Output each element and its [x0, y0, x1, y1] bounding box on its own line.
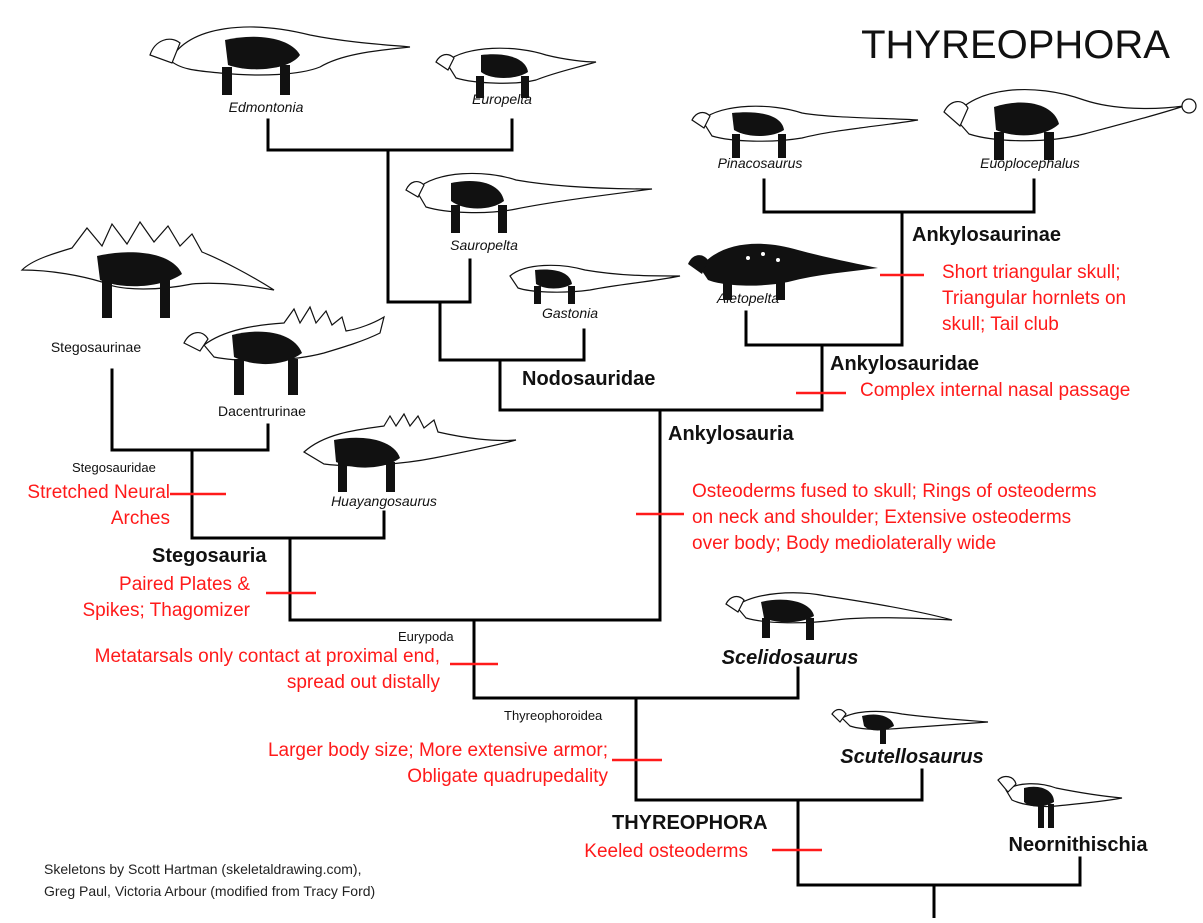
synapomorphy-ankylosauria-line-1: Osteoderms fused to skull; Rings of oste… [692, 481, 1096, 502]
skeleton-illustrations [22, 27, 1196, 828]
synapomorphy-eurypoda-line-2: spread out distally [287, 672, 441, 693]
clade-thyreophora: THYREOPHORA [612, 812, 768, 834]
pinacosaurus-skeleton-icon [692, 106, 918, 158]
taxon-scelidosaurus: Scelidosaurus [722, 647, 859, 669]
synapomorphy-thyreophora-line-1: Keeled osteoderms [584, 841, 748, 862]
diagram-title: THYREOPHORA [861, 23, 1170, 67]
synapomorphy-stegosauria-line-1: Paired Plates & [119, 574, 250, 595]
taxon-pinacosaurus: Pinacosaurus [718, 155, 803, 171]
huayangosaurus-skeleton-icon [304, 414, 516, 492]
branch-gastonia [440, 330, 584, 360]
clade-eurypoda: Eurypoda [398, 629, 454, 644]
clade-ankylosauria: Ankylosauria [668, 423, 794, 445]
branch-aletopelta [746, 312, 902, 345]
taxon-europelta: Europelta [472, 91, 532, 107]
synapomorphy-ankylosaurinae-line-1: Short triangular skull; [942, 262, 1120, 283]
synapomorphy-thyreophoroidea-line-2: Obligate quadrupedality [407, 766, 608, 787]
taxon-stegosaurinae: Stegosaurinae [51, 339, 142, 355]
taxon-aletopelta: Aletopelta [716, 290, 779, 306]
synapomorphy-eurypoda-line-1: Metatarsals only contact at proximal end… [95, 646, 440, 667]
dacentrurinae-skeleton-icon [184, 307, 384, 395]
credit-line-1: Skeletons by Scott Hartman (skeletaldraw… [44, 861, 361, 877]
branch-scutellosaurus [636, 770, 922, 800]
clade-ankylosauridae: Ankylosauridae [830, 353, 979, 375]
branch-ankylosaurinae [764, 180, 1034, 212]
clade-ankylosaurinae: Ankylosaurinae [912, 224, 1061, 246]
clade-stegosauria: Stegosauria [152, 545, 267, 567]
taxon-dacentrurinae: Dacentrurinae [218, 403, 306, 419]
euoplocephalus-skeleton-icon [944, 90, 1196, 160]
synapomorphy-thyreophoroidea-line-1: Larger body size; More extensive armor; [268, 740, 608, 761]
synapomorphy-ankylosaurinae-line-3: skull; Tail club [942, 314, 1059, 335]
scelidosaurus-skeleton-icon [726, 593, 952, 640]
sauropelta-skeleton-icon [406, 173, 652, 233]
taxon-gastonia: Gastonia [542, 305, 598, 321]
taxon-euoplocephalus: Euoplocephalus [980, 155, 1080, 171]
scutellosaurus-skeleton-icon [832, 710, 988, 745]
taxon-sauropelta: Sauropelta [450, 237, 518, 253]
taxon-huayangosaurus: Huayangosaurus [331, 493, 437, 509]
synapomorphy-ankylosauria-line-3: over body; Body mediolaterally wide [692, 533, 996, 554]
synapomorphy-ankylosaurinae-line-2: Triangular hornlets on [942, 288, 1126, 309]
synapomorphy-ankylosauria-line-2: on neck and shoulder; Extensive osteoder… [692, 507, 1071, 528]
credit-line-2: Greg Paul, Victoria Arbour (modified fro… [44, 883, 375, 899]
clade-thyreophoroidea: Thyreophoroidea [504, 708, 603, 723]
branch-sauropelta [388, 260, 470, 302]
taxon-scutellosaurus: Scutellosaurus [840, 746, 983, 768]
edmontonia-skeleton-icon [150, 27, 410, 95]
branch-edmontonia-europelta [268, 120, 512, 150]
branch-huayangosaurus [192, 512, 384, 538]
synapomorphy-stegosauria-line-2: Spikes; Thagomizer [82, 600, 250, 621]
gastonia-skeleton-icon [510, 265, 680, 304]
synapomorphy-stegosauridae-line-1: Stretched Neural [27, 482, 170, 503]
clade-nodosauridae: Nodosauridae [522, 368, 655, 390]
taxon-neornithischia: Neornithischia [1009, 834, 1149, 856]
taxon-edmontonia: Edmontonia [229, 99, 304, 115]
synapomorphy-ankylosauridae-line-1: Complex internal nasal passage [860, 380, 1130, 401]
credit: Skeletons by Scott Hartman (skeletaldraw… [44, 861, 375, 899]
branch-scelidosaurus [474, 668, 798, 698]
clade-stegosauridae: Stegosauridae [72, 460, 156, 475]
neornithischia-skeleton-icon [998, 777, 1122, 828]
branch-neornithischia [798, 858, 1080, 885]
synapomorphy-stegosauridae-line-2: Arches [111, 508, 170, 529]
stegosaurinae-skeleton-icon [22, 222, 274, 318]
